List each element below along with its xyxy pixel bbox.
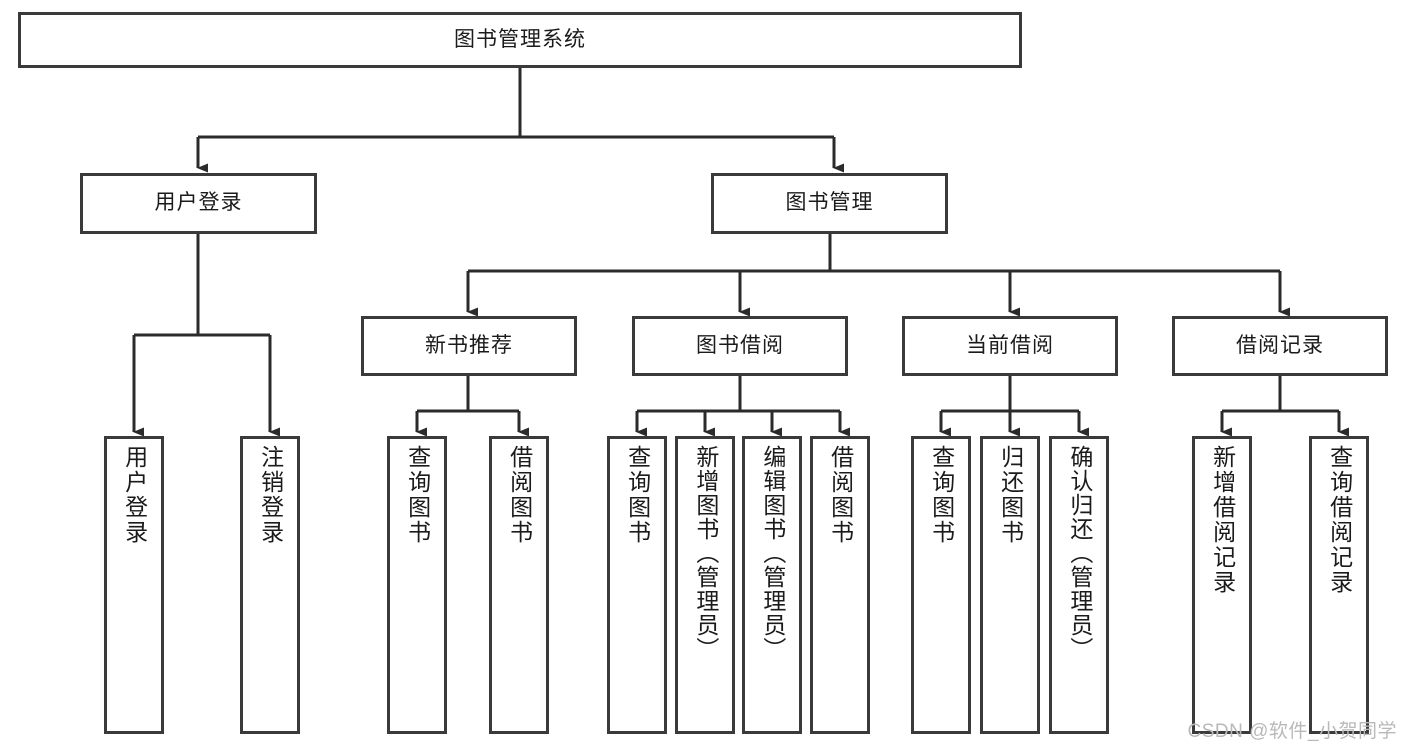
node-borrow-record[interactable]: 借阅记录 <box>1172 316 1388 376</box>
csdn-watermark: CSDN @软件_小贺同学 <box>1187 721 1397 742</box>
node-label: 归还图书 <box>997 445 1024 545</box>
node-label: 用户登录 <box>121 445 148 545</box>
node-leaf-return-book[interactable]: 归还图书 <box>980 436 1040 734</box>
node-label: 新增图书（管理员） <box>692 445 719 661</box>
node-label: 图书管理 <box>785 191 874 215</box>
node-label: 新增借阅记录 <box>1209 445 1236 595</box>
node-label: 查询图书 <box>928 445 955 545</box>
node-leaf-confirm-return-admin[interactable]: 确认归还（管理员） <box>1049 436 1109 734</box>
node-label: 查询图书 <box>404 445 431 545</box>
node-leaf-user-login[interactable]: 用户登录 <box>104 436 164 734</box>
node-label: 用户登录 <box>154 191 243 215</box>
node-leaf-edit-book-admin[interactable]: 编辑图书（管理员） <box>742 436 802 734</box>
node-user-login[interactable]: 用户登录 <box>80 173 317 234</box>
node-book-management[interactable]: 图书管理 <box>711 173 948 234</box>
node-label: 新书推荐 <box>425 333 513 357</box>
node-label: 当前借阅 <box>966 333 1054 357</box>
node-label: 查询借阅记录 <box>1326 445 1353 595</box>
node-book-borrow[interactable]: 图书借阅 <box>632 316 848 376</box>
node-leaf-add-borrow-record[interactable]: 新增借阅记录 <box>1192 436 1252 734</box>
node-leaf-add-book-admin[interactable]: 新增图书（管理员） <box>675 436 735 734</box>
node-label: 注销登录 <box>257 445 284 545</box>
node-leaf-query-book-recommend[interactable]: 查询图书 <box>387 436 447 734</box>
node-label: 编辑图书（管理员） <box>759 445 786 661</box>
node-leaf-borrow-book[interactable]: 借阅图书 <box>810 436 870 734</box>
node-label: 图书管理系统 <box>454 27 586 51</box>
node-leaf-borrow-book-recommend[interactable]: 借阅图书 <box>489 436 549 734</box>
node-current-borrow[interactable]: 当前借阅 <box>902 316 1118 376</box>
node-label: 图书借阅 <box>696 333 784 357</box>
node-label: 查询图书 <box>624 445 651 545</box>
node-leaf-logout[interactable]: 注销登录 <box>240 436 300 734</box>
node-label: 借阅图书 <box>827 445 854 545</box>
node-root-system[interactable]: 图书管理系统 <box>18 12 1022 68</box>
node-new-book-recommend[interactable]: 新书推荐 <box>361 316 577 376</box>
node-label: 借阅图书 <box>506 445 533 545</box>
node-leaf-query-borrow-record[interactable]: 查询借阅记录 <box>1309 436 1369 734</box>
node-label: 确认归还（管理员） <box>1066 445 1093 661</box>
node-label: 借阅记录 <box>1236 333 1324 357</box>
node-leaf-query-book-borrow[interactable]: 查询图书 <box>607 436 667 734</box>
node-leaf-query-book-current[interactable]: 查询图书 <box>911 436 971 734</box>
